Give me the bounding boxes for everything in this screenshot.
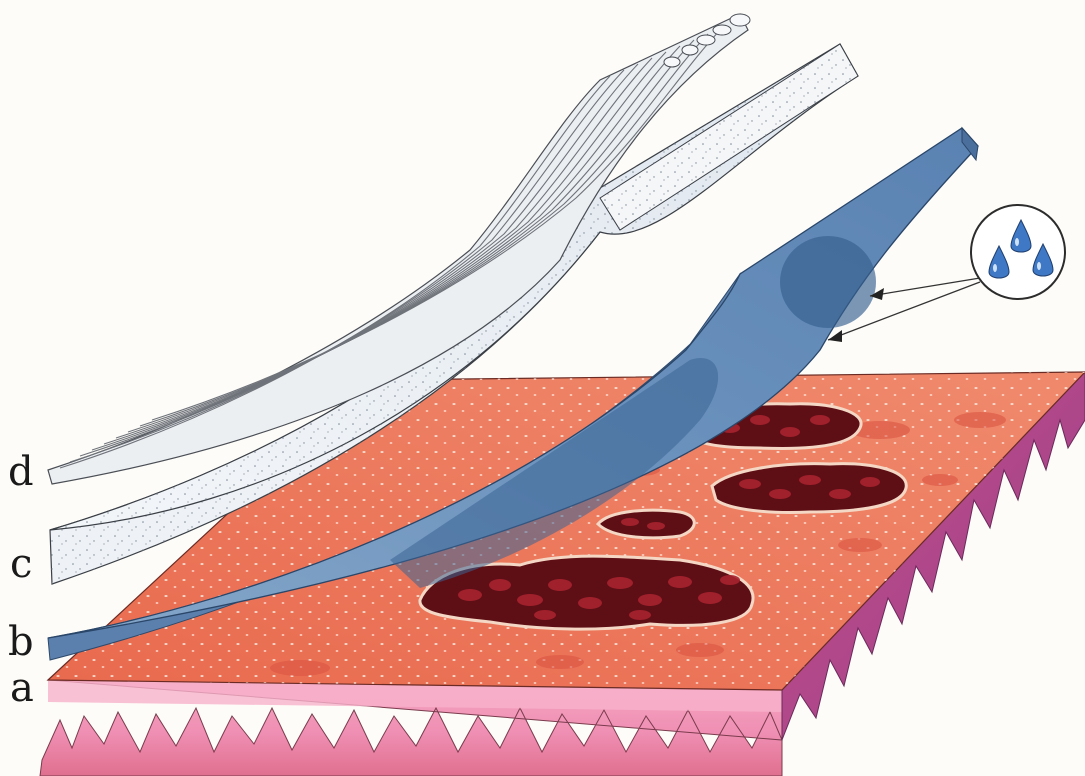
wound-medium: [712, 464, 906, 513]
layer-label-a: a: [10, 668, 34, 708]
callout-pointer-upper: [870, 278, 980, 296]
layer-label-b: b: [8, 622, 34, 662]
wound-small: [598, 510, 694, 538]
layer-label-d: d: [8, 452, 34, 492]
exudate-patch-upper: [780, 236, 876, 328]
layer-label-c: c: [10, 544, 32, 584]
